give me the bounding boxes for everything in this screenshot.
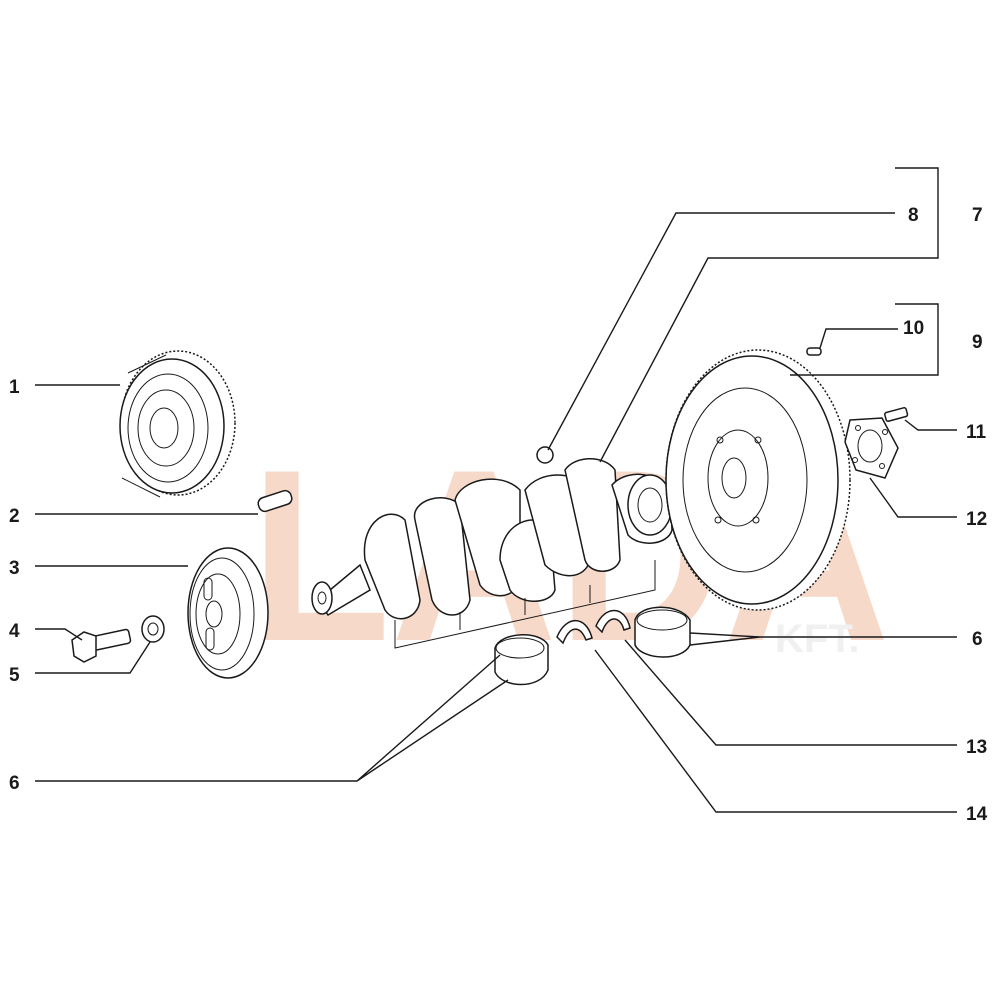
washer xyxy=(141,615,165,643)
callout-3: 3 xyxy=(9,558,20,579)
woodruff-key xyxy=(257,489,293,513)
callout-12: 12 xyxy=(966,509,987,530)
callout-14: 14 xyxy=(966,804,988,825)
thrust-half-ring-13 xyxy=(595,609,631,634)
leader-lines xyxy=(35,167,957,813)
pulley-toothed xyxy=(119,350,236,498)
callout-1: 1 xyxy=(9,377,20,398)
callout-8: 8 xyxy=(908,205,919,226)
crankshaft xyxy=(311,458,673,649)
flywheel xyxy=(665,349,851,611)
leader-6-left xyxy=(35,654,509,782)
leader-10 xyxy=(819,328,898,349)
flywheel-washer-plate xyxy=(844,417,899,479)
callout-7: 7 xyxy=(972,205,983,226)
callout-5: 5 xyxy=(9,665,20,686)
bearing-shell-left xyxy=(494,634,549,686)
callout-4: 4 xyxy=(9,621,20,642)
callout-2: 2 xyxy=(9,506,20,527)
leader-9 xyxy=(790,303,939,376)
thrust-half-ring-14 xyxy=(556,620,593,645)
pulley-vbelt xyxy=(187,547,269,679)
leader-6-right xyxy=(689,632,957,646)
pulley-bolt xyxy=(71,628,132,663)
callout-13: 13 xyxy=(966,737,987,758)
flywheel-bolt xyxy=(884,406,909,422)
leader-11 xyxy=(904,419,957,431)
callout-labels: 1 2 3 4 5 6 6 7 8 9 10 11 12 13 14 xyxy=(9,205,988,825)
leader-13 xyxy=(624,639,957,746)
leader-4 xyxy=(35,628,83,641)
leader-8 xyxy=(547,212,895,451)
callout-6-right: 6 xyxy=(972,629,983,650)
watermark-sub-text: KFT. xyxy=(775,617,859,661)
leader-7 xyxy=(599,167,939,463)
callout-11: 11 xyxy=(966,422,987,443)
callout-10: 10 xyxy=(903,318,924,339)
callout-9: 9 xyxy=(972,332,983,353)
leader-14 xyxy=(594,649,957,813)
leader-12 xyxy=(869,477,957,518)
leader-5 xyxy=(35,641,151,674)
callout-6-left: 6 xyxy=(9,773,20,794)
dowel-pin xyxy=(806,347,822,356)
bearing-shell-right xyxy=(634,606,691,658)
plug xyxy=(536,446,554,464)
